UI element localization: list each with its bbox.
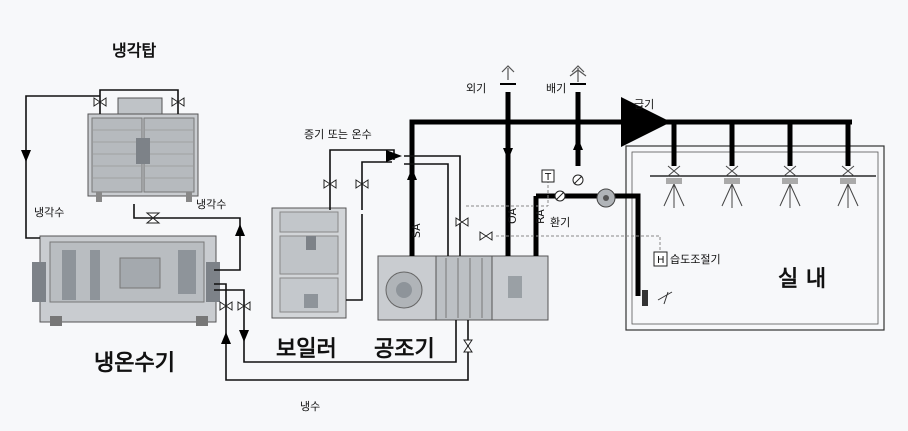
boiler-label: 보일러 [276,337,337,362]
outdoor-air-hood-icon [500,65,516,85]
return-fan [596,188,616,208]
steam-hot-water-label: 증기 또는 온수 [304,128,372,141]
dampers [554,174,584,202]
humidistat-box [653,251,668,267]
supply-diffusers [650,165,876,208]
humidistat-letter: H [657,255,665,266]
return-grille [642,290,648,306]
chiller [32,235,220,326]
supply-label: 급기 [634,98,654,111]
outdoor-air-label: 외기 [466,82,486,95]
ahu-label: 공조기 [374,337,435,362]
chiller-label: 냉온수기 [94,351,175,376]
duct-arrows [407,117,646,180]
boiler [271,207,347,319]
return-air-label: 환기 [550,216,570,229]
humidistat-label: 습도조절기 [670,253,721,266]
cooling-tower-label: 냉각탑 [112,41,156,60]
cooling-water-label-right: 냉각수 [196,198,226,211]
exhaust-hood-icon [569,65,587,85]
exhaust-label: 배기 [546,82,566,95]
cooling-water-label-left: 냉각수 [34,206,64,219]
control-lines [466,180,661,252]
ra-label: RA [534,209,547,224]
oa-label: OA [506,208,519,224]
valves [93,97,493,353]
sa-label: SA [410,223,423,238]
room-label: 실 내 [778,267,826,292]
duct-network [409,92,852,296]
cooling-tower [87,97,199,202]
sensor-letter: T [544,172,552,183]
chilled-water-label: 냉수 [300,400,320,413]
pipe-arrows [21,150,402,344]
room-boundary [625,145,885,331]
temperature-sensor [541,169,555,183]
air-handling-unit [377,255,549,321]
